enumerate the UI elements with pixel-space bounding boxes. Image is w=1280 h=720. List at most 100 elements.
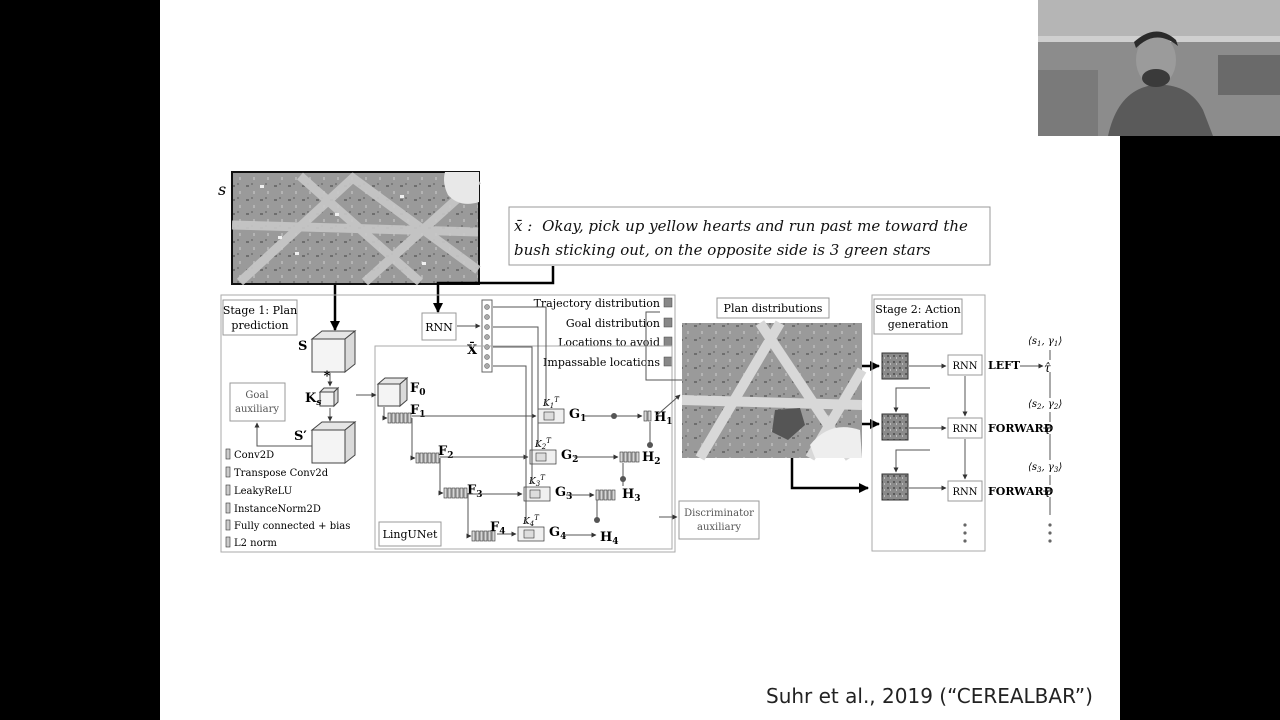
- svg-text:F0: F0: [410, 381, 426, 398]
- disc-aux-1: Discriminator: [684, 508, 754, 519]
- svg-text:H4: H4: [600, 530, 619, 547]
- svg-text:G1: G1: [569, 407, 586, 424]
- H4-sub: 4: [612, 537, 618, 547]
- output-legend: Trajectory distribution Goal distributio…: [534, 297, 672, 369]
- rnn-step-2: RNN: [952, 424, 977, 435]
- G3-sub: 3: [566, 492, 572, 502]
- xbar-label: X̄: [467, 341, 478, 358]
- G4-letter: G: [549, 525, 560, 540]
- svg-text:K3T: K3T: [528, 474, 546, 488]
- Sprime-cube: [312, 422, 355, 463]
- disc-aux-2: auxiliary: [697, 522, 741, 533]
- svg-text:G4: G4: [549, 525, 566, 542]
- citation: Suhr et al., 2019 (“CEREALBAR”): [766, 684, 1093, 708]
- state-2-close: ⟩: [1057, 399, 1062, 410]
- svg-text:H3: H3: [622, 487, 641, 504]
- F2-sub: 2: [447, 451, 453, 461]
- stage1-title-2: prediction: [231, 319, 288, 332]
- state-3-close: ⟩: [1057, 462, 1062, 473]
- H1-sub: 1: [666, 417, 672, 427]
- plan-dist-label: Plan distributions: [724, 302, 823, 315]
- svg-text:⟨s1, γ1⟩: ⟨s1, γ1⟩: [1028, 336, 1062, 348]
- Ks-cube: [320, 388, 338, 406]
- mini-maps: [882, 353, 908, 500]
- Sprime-label: S′: [294, 429, 307, 444]
- state-1-mid: , γ: [1042, 336, 1054, 347]
- goal-auxiliary-box: [230, 383, 285, 421]
- F3-sub: 3: [476, 490, 482, 500]
- model-diagram: s x̄ : Okay, pick up yellow hearts and r: [160, 0, 1120, 720]
- Ks-sub: s: [316, 398, 321, 408]
- K3-sup: T: [540, 474, 546, 482]
- svg-text:⟨s2, γ2⟩: ⟨s2, γ2⟩: [1028, 399, 1062, 411]
- output-avoid: Locations to avoid: [558, 336, 660, 349]
- H3-sub: 3: [634, 494, 640, 504]
- legend-leakyrelu: LeakyReLU: [234, 486, 292, 497]
- goal-aux-2: auxiliary: [235, 404, 279, 415]
- tau-1: τ̂: [1044, 361, 1051, 375]
- stage2-dots: [963, 523, 1051, 542]
- stage1-rnn-label: RNN: [425, 321, 453, 334]
- H2-sub: 2: [654, 457, 660, 467]
- svg-text:K2T: K2T: [534, 437, 552, 451]
- stage2-title-1: Stage 2: Action: [875, 303, 961, 316]
- stage1-title-1: Stage 1: Plan: [223, 304, 297, 317]
- webcam-image: [1038, 0, 1280, 136]
- legend-conv2d: Conv2D: [234, 450, 274, 461]
- instruction-box: x̄ : Okay, pick up yellow hearts and run…: [509, 207, 990, 265]
- environment-map: s: [218, 172, 479, 284]
- legend-instancenorm: InstanceNorm2D: [234, 504, 321, 515]
- legend-l2: L2 norm: [234, 538, 277, 549]
- H3-letter: H: [622, 487, 634, 502]
- svg-text:K1T: K1T: [542, 396, 560, 410]
- S-label: S: [298, 339, 307, 354]
- svg-text:G3: G3: [555, 485, 572, 502]
- svg-text:F1: F1: [410, 403, 426, 420]
- H2-letter: H: [642, 450, 654, 465]
- plan-distributions-map: Plan distributions: [682, 298, 862, 458]
- G2-letter: G: [561, 448, 572, 463]
- F0-sub: 0: [419, 388, 425, 398]
- layer-legend: Conv2D Transpose Conv2d LeakyReLU Instan…: [226, 449, 350, 549]
- F1-sub: 1: [419, 410, 425, 420]
- output-trajectory: Trajectory distribution: [534, 297, 660, 310]
- legend-transpose: Transpose Conv2d: [234, 468, 329, 479]
- H4-letter: H: [600, 530, 612, 545]
- S-cube: [312, 331, 355, 372]
- F0-cube: [378, 378, 407, 406]
- discriminator-aux-box: [679, 501, 759, 539]
- state-2-mid: , γ: [1042, 399, 1054, 410]
- K4-sup: T: [534, 514, 540, 522]
- lingunet-label: LingUNet: [383, 528, 438, 541]
- rnn-step-3: RNN: [952, 487, 977, 498]
- K1-sup: T: [554, 396, 560, 404]
- state-3-mid: , γ: [1042, 462, 1054, 473]
- instruction-line-1: Okay, pick up yellow hearts and run past…: [542, 217, 968, 235]
- state-3-open: ⟨s: [1028, 462, 1037, 473]
- rnn-step-1: RNN: [952, 361, 977, 372]
- svg-text:H1: H1: [654, 410, 673, 427]
- state-2-open: ⟨s: [1028, 399, 1037, 410]
- state-1-open: ⟨s: [1028, 336, 1037, 347]
- Ks-letter: K: [305, 391, 317, 406]
- K2-sup: T: [546, 437, 552, 445]
- output-impassable: Impassable locations: [543, 356, 660, 369]
- svg-text:⟨s3, γ3⟩: ⟨s3, γ3⟩: [1028, 462, 1062, 474]
- G4-sub: 4: [560, 532, 566, 542]
- tau-2: τ̂: [1044, 423, 1051, 437]
- svg-text:x̄ : Okay, pick up yel: x̄ : Okay, pick up yellow hearts and run…: [514, 217, 968, 235]
- webcam-feed: [1038, 0, 1280, 136]
- svg-text:H2: H2: [642, 450, 661, 467]
- svg-text:Ks: Ks: [305, 391, 321, 408]
- state-1-close: ⟩: [1057, 336, 1062, 347]
- F4-sub: 4: [499, 527, 505, 537]
- instruction-line-2: bush sticking out, on the opposite side …: [514, 241, 931, 259]
- G3-letter: G: [555, 485, 566, 500]
- stage2-title-2: generation: [888, 318, 949, 331]
- tau-3: τ̂: [1044, 486, 1051, 500]
- goal-aux-1: Goal: [245, 390, 268, 401]
- svg-text:K4T: K4T: [522, 514, 540, 528]
- G1-letter: G: [569, 407, 580, 422]
- action-1: LEFT: [988, 359, 1021, 372]
- svg-text:F3: F3: [467, 483, 483, 500]
